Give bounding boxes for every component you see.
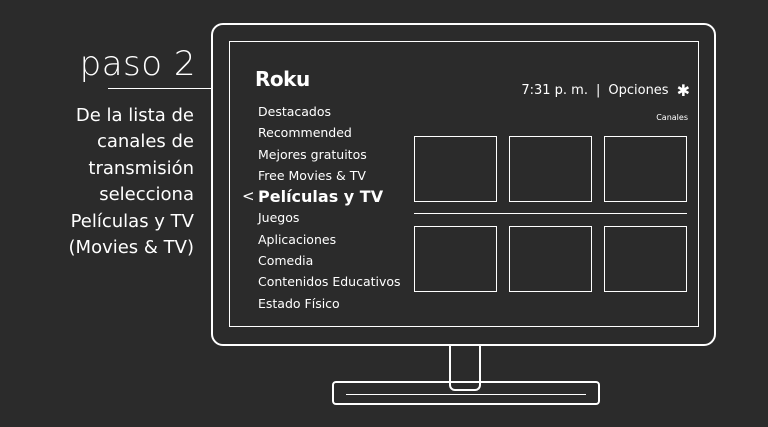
- step-instruction-line: Películas y TV: [70, 210, 194, 232]
- menu-item-peliculas-y-tv[interactable]: < Películas y TV: [242, 186, 401, 207]
- menu-item-recommended[interactable]: Recommended: [258, 125, 352, 141]
- topbar-separator: |: [595, 83, 601, 98]
- chevron-left-icon: <: [242, 187, 255, 206]
- options-label: Opciones: [608, 83, 669, 98]
- menu-item-comedia[interactable]: Comedia: [258, 253, 314, 269]
- menu-item-estado-fisico[interactable]: Estado Físico: [258, 295, 340, 311]
- menu-item-mejores-gratuitos[interactable]: Mejores gratuitos: [258, 146, 367, 162]
- step-instruction-line: canales de: [96, 131, 194, 153]
- tv-stand-base-line: [346, 394, 586, 395]
- menu-item-destacados[interactable]: Destacados: [258, 104, 332, 119]
- menu-item-aplicaciones[interactable]: Aplicaciones: [258, 231, 337, 247]
- menu-item-free-movies-tv[interactable]: Free Movies & TV: [258, 167, 366, 183]
- step-instruction-line: transmisión: [88, 157, 194, 179]
- tv-monitor-frame: [211, 23, 716, 346]
- channel-tile[interactable]: [509, 136, 592, 202]
- top-status-bar: 7:31 p. m. | Opciones ✱: [521, 82, 690, 100]
- tile-row-divider: [414, 213, 687, 214]
- menu-item-juegos[interactable]: Juegos: [258, 210, 300, 226]
- step-instruction-line: selecciona: [99, 184, 194, 206]
- channel-tile[interactable]: [414, 136, 497, 202]
- section-label: Canales: [656, 113, 688, 122]
- options-button[interactable]: Opciones: [608, 82, 668, 100]
- roku-logo: Roku: [255, 67, 310, 91]
- channel-tile[interactable]: [414, 226, 497, 292]
- asterisk-icon[interactable]: ✱: [676, 81, 690, 100]
- tv-stand-base: [332, 381, 600, 405]
- step-title-underline: [108, 88, 212, 89]
- menu-item-contenidos-educativos[interactable]: Contenidos Educativos: [258, 274, 401, 290]
- tv-screen: [229, 41, 699, 327]
- clock-time: 7:31 p. m.: [521, 83, 588, 98]
- step-title: paso 2: [79, 44, 196, 84]
- channel-tile[interactable]: [604, 226, 687, 292]
- channel-tile[interactable]: [604, 136, 687, 202]
- step-instructions: De la lista de canales de transmisión se…: [14, 103, 194, 261]
- channel-tile[interactable]: [509, 226, 592, 292]
- step-instruction-line: De la lista de: [75, 105, 194, 126]
- menu-item-label: Películas y TV: [258, 187, 384, 207]
- channel-category-menu: Destacados Recommended Mejores gratuitos…: [242, 101, 401, 314]
- tv-stand-neck: [449, 345, 481, 391]
- step-instruction-line: (Movies & TV): [68, 237, 194, 259]
